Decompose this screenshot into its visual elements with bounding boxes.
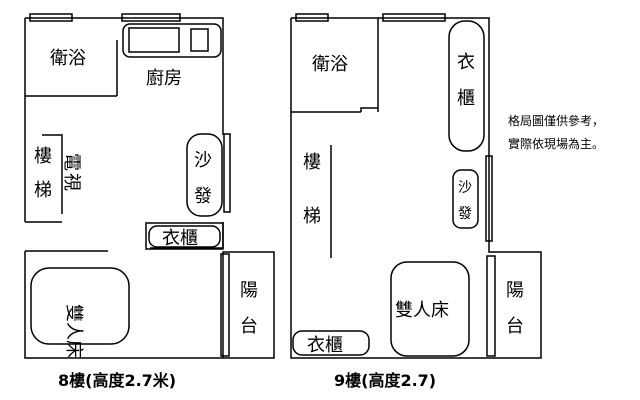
floor9-stairs-label-1: 樓 (303, 152, 321, 173)
floor9-balcony-label-2: 台 (506, 316, 524, 337)
floor9-caption: 9樓(高度2.7) (334, 371, 436, 390)
floor8-window-top-left (29, 13, 73, 22)
floor8-window-top-right (121, 13, 181, 22)
floor9-bed-outline (390, 261, 470, 357)
floor8-stairs-label-2: 梯 (34, 180, 52, 201)
floor9-sofa-label-2: 發 (458, 206, 472, 222)
floor9-window-top-right (382, 13, 446, 22)
disclaimer-line-1: 格局圖僅供參考， (508, 113, 604, 128)
floor8-window-sofa (223, 133, 231, 213)
floor9-walls (290, 17, 542, 359)
floor8-balcony-label-1: 陽 (240, 280, 258, 301)
floor8-bed-label: 雙人床 (63, 304, 84, 358)
floor9-wardrobe-bottom-outline (292, 330, 370, 356)
floor9-window-sofa (485, 155, 493, 242)
floor8-caption: 8樓(高度2.7米) (58, 371, 176, 390)
floor8-bed-outline (30, 267, 130, 345)
floor8-tv-label-1: 電 (61, 153, 82, 171)
floor9-wardrobe-tall-label-1: 衣 (457, 52, 475, 73)
floor9-window-top-left (295, 13, 329, 22)
floor9-bed-label: 雙人床 (395, 300, 449, 321)
floor9-bathroom-label: 衛浴 (312, 54, 348, 75)
floor8-wardrobe-label: 衣櫃 (162, 228, 198, 249)
floor9-wardrobe-tall-outline (448, 20, 485, 152)
floor8-window-balcony (220, 253, 230, 357)
floor9-window-balcony (486, 255, 496, 357)
floor8-kitchen-counter (122, 23, 222, 58)
disclaimer-line-2: 實際依現場為主。 (508, 136, 604, 151)
floor8-walls (24, 17, 275, 359)
floor9-wardrobe-tall-label-2: 櫃 (457, 88, 475, 109)
floor8-kitchen-label: 廚房 (146, 67, 182, 89)
floor8-bathroom-label: 衛浴 (50, 48, 86, 69)
floor8-wardrobe-inner (148, 225, 221, 248)
floor8-sofa-label-2: 發 (194, 186, 212, 207)
floor9-wardrobe-bottom-label: 衣櫃 (307, 335, 343, 356)
floor9-sofa-outline (452, 169, 479, 229)
floor8-tv-label-2: 視 (61, 173, 82, 191)
floor8-stairs-label-1: 樓 (34, 146, 52, 167)
floor9-stairs-label-2: 梯 (303, 206, 321, 227)
floor9-sofa-label-1: 沙 (458, 180, 472, 196)
floor8-sofa-label-1: 沙 (194, 150, 212, 171)
floor8-wardrobe-outline (145, 222, 224, 250)
floor8-balcony-label-2: 台 (240, 316, 258, 337)
floor9-balcony-label-1: 陽 (506, 280, 524, 301)
floor8-sofa-outline (186, 133, 223, 217)
